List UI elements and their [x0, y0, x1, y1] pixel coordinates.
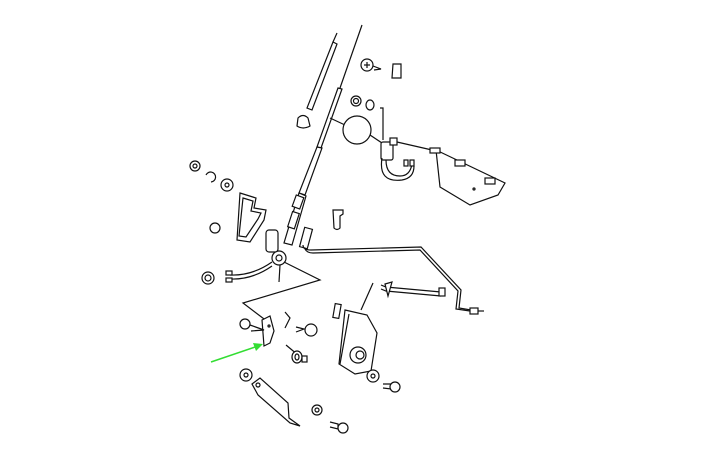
grommet: [342, 115, 372, 145]
bolt: [382, 381, 401, 393]
pointer-arrow: [210, 343, 263, 363]
leader-line: [380, 107, 384, 140]
antenna-mast-section: [296, 32, 338, 129]
motor-cylinder: [265, 229, 279, 253]
nut: [209, 222, 221, 234]
relay-connector: [380, 137, 433, 181]
gasket: [236, 192, 267, 243]
leader-line: [241, 261, 322, 326]
bolt: [329, 421, 349, 434]
washer: [311, 404, 323, 416]
leader-line: [329, 117, 346, 126]
antenna-mast: [283, 24, 363, 246]
lock-washer: [205, 171, 217, 183]
drive-cable: [298, 226, 484, 315]
washer: [366, 369, 380, 383]
tapping-screw: [239, 318, 265, 332]
antenna-drive-motor: [332, 302, 378, 375]
mast-cap: [296, 114, 311, 129]
mounting-strap: [251, 377, 301, 427]
screw: [360, 58, 382, 72]
elbow-connector: [332, 209, 344, 231]
nut: [291, 350, 308, 364]
small-bracket: [261, 315, 275, 347]
antenna-motor-housing: [225, 229, 287, 283]
leader-line: [284, 311, 291, 329]
bolt: [295, 323, 318, 337]
motor-support-rod: [360, 281, 446, 311]
spacer: [332, 302, 342, 320]
mounting-bracket-plate: [429, 147, 506, 206]
clip-nut: [391, 63, 402, 79]
washer: [365, 99, 375, 111]
washer: [239, 368, 253, 382]
